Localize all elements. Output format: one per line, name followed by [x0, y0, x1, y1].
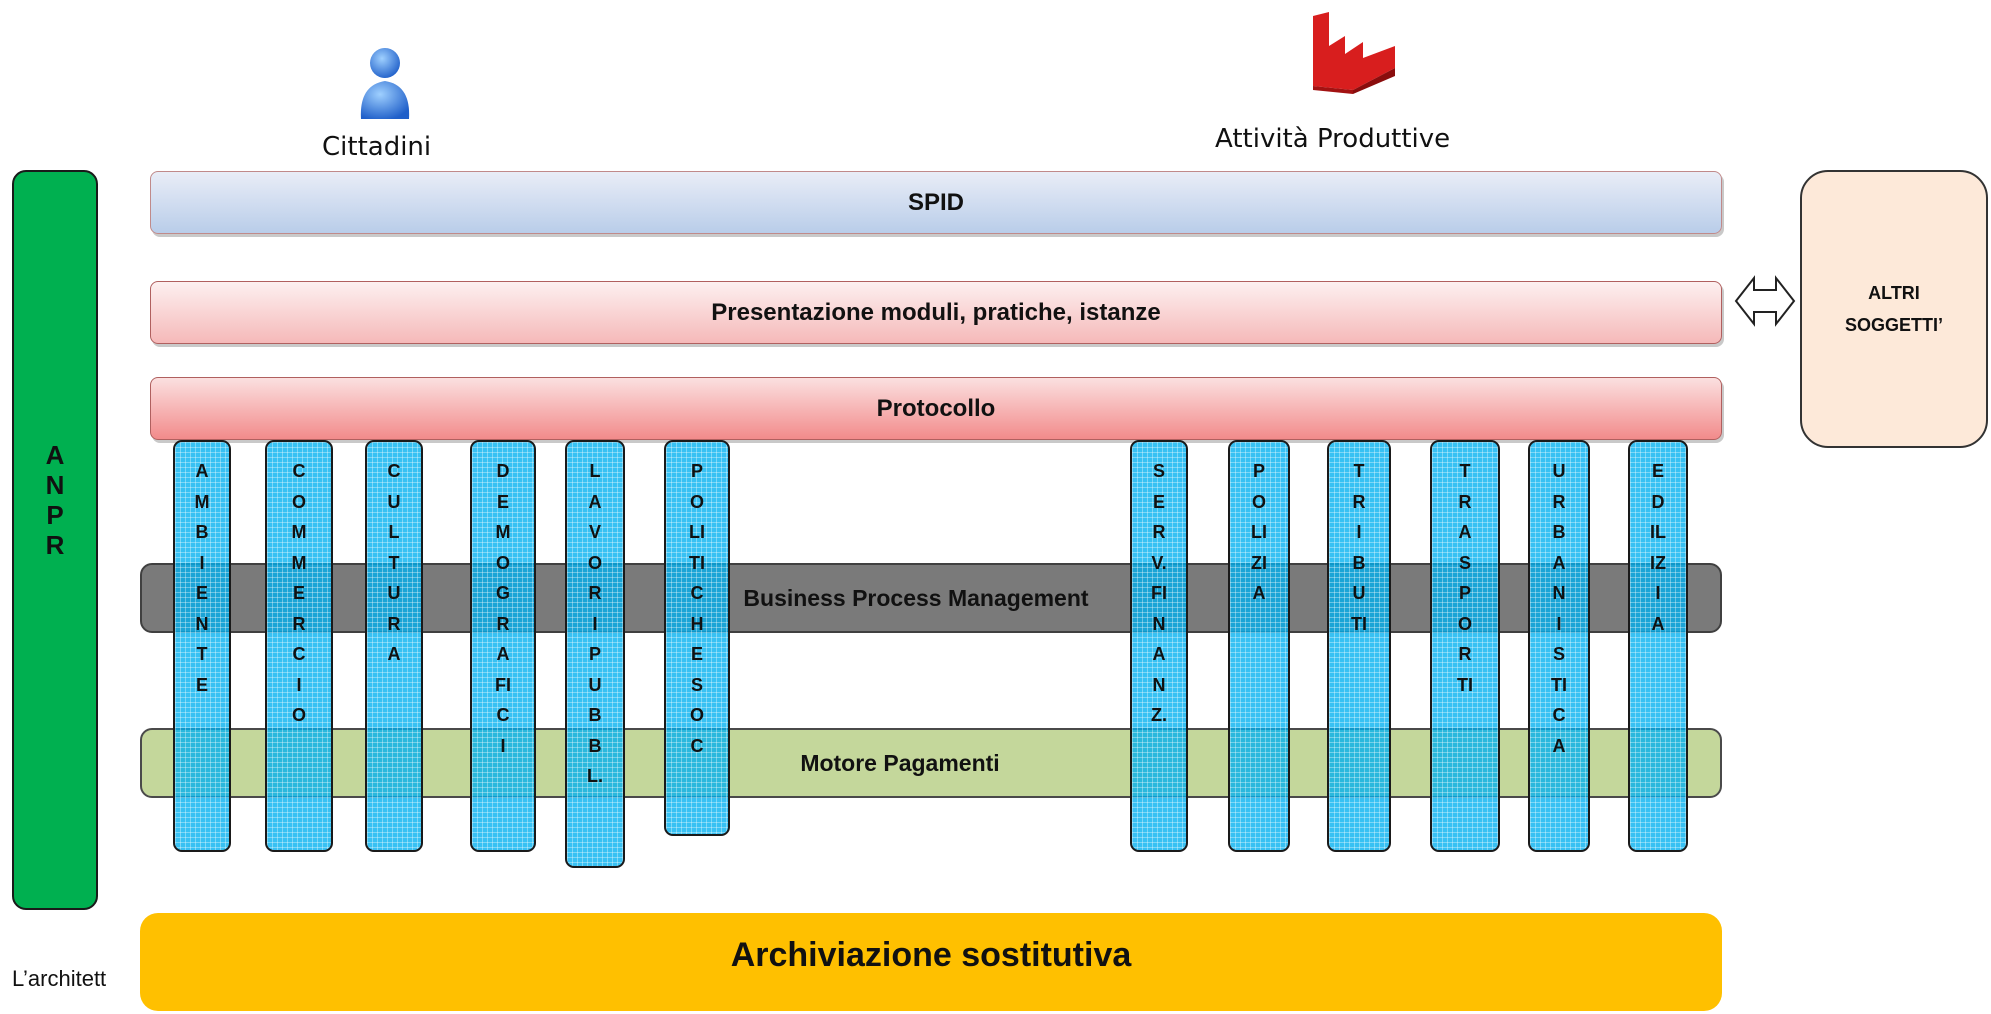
service-column-label: DEMOGRAFICI — [495, 461, 511, 756]
protocol-layer: Protocollo — [150, 377, 1722, 440]
archive-layer: Archiviazione sostitutiva — [140, 913, 1722, 1011]
service-column-label: SERV.FINANZ. — [1151, 461, 1167, 725]
service-column-1: COMMERCIO — [265, 440, 333, 852]
payments-label: Motore Pagamenti — [800, 749, 1000, 776]
presentation-layer: Presentazione moduli, pratiche, istanze — [150, 281, 1722, 344]
service-column-label: POLIZIA — [1251, 461, 1267, 603]
factory-icon — [1305, 6, 1400, 94]
service-column-11: EDILIZIA — [1628, 440, 1688, 852]
service-column-label: TRIBUTI — [1351, 461, 1367, 634]
service-column-5: POLITICHESOC — [664, 440, 730, 836]
spid-label: SPID — [907, 188, 964, 216]
service-column-label: CULTURA — [387, 461, 401, 664]
citizen-icon — [355, 45, 415, 125]
service-column-3: DEMOGRAFICI — [470, 440, 536, 852]
service-column-label: COMMERCIO — [291, 461, 307, 725]
altri-line2: SOGGETTI’ — [1844, 315, 1943, 335]
service-column-6: SERV.FINANZ. — [1130, 440, 1188, 852]
service-column-label: TRASPORTI — [1457, 461, 1473, 695]
service-column-10: URBANISTICA — [1528, 440, 1590, 852]
service-column-0: AMBIENTE — [173, 440, 231, 852]
footer-text: L’architett — [12, 966, 107, 991]
service-column-label: EDILIZIA — [1650, 461, 1666, 634]
service-column-label: AMBIENTE — [194, 461, 210, 695]
bpm-label: Business Process Management — [743, 584, 1089, 611]
spid-layer: SPID — [150, 171, 1722, 234]
protocol-label: Protocollo — [876, 394, 996, 422]
anpr-block: ANPR — [12, 170, 98, 910]
archive-label: Archiviazione sostitutiva — [730, 935, 1132, 974]
businesses-label: Attività Produttive — [1215, 124, 1451, 154]
altri-line1: ALTRI — [1868, 283, 1920, 303]
service-column-label: LAVORIPUBBL. — [587, 461, 603, 786]
service-column-label: URBANISTICA — [1551, 461, 1567, 756]
service-column-4: LAVORIPUBBL. — [565, 440, 625, 868]
altri-soggetti-box: ALTRI SOGGETTI’ — [1800, 170, 1988, 448]
presentation-label: Presentazione moduli, pratiche, istanze — [711, 298, 1161, 326]
service-column-7: POLIZIA — [1228, 440, 1290, 852]
service-column-8: TRIBUTI — [1327, 440, 1391, 852]
service-column-9: TRASPORTI — [1430, 440, 1500, 852]
service-column-2: CULTURA — [365, 440, 423, 852]
citizens-label: Cittadini — [322, 132, 432, 162]
double-arrow-icon — [1734, 274, 1796, 328]
anpr-label: ANPR — [45, 440, 65, 560]
service-column-label: POLITICHESOC — [689, 461, 705, 756]
